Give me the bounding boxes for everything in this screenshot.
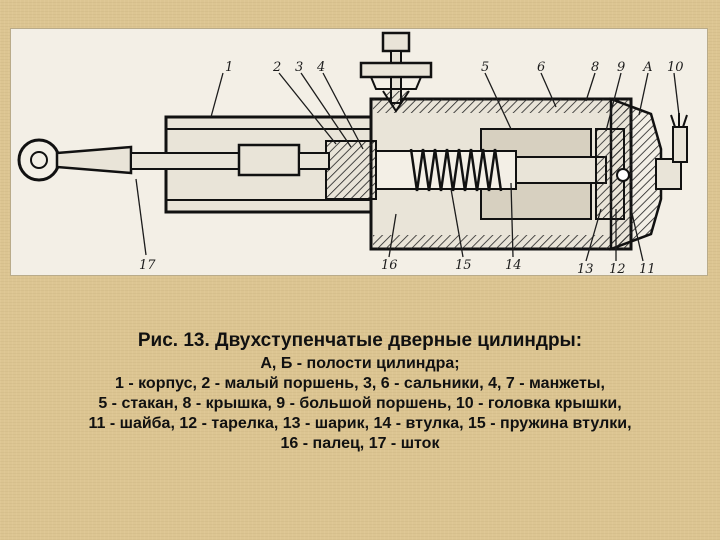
callout-16: 16 <box>381 258 398 273</box>
caption-line: 11 - шайба, 12 - тарелка, 13 - шарик, 14… <box>88 415 632 432</box>
callout-11: 11 <box>639 262 656 277</box>
figure-caption: Рис. 13. Двухступенчатые дверные цилиндр… <box>0 330 720 454</box>
callout-13: 13 <box>577 262 594 277</box>
callout-17: 17 <box>139 258 156 273</box>
callout-1: 1 <box>225 60 233 75</box>
caption-line: 16 - палец, 17 - шток <box>280 435 440 452</box>
callout-8: 8 <box>591 60 599 75</box>
callout-10: 10 <box>667 60 684 75</box>
cylinder-drawing: 1 2 3 4 5 6 8 9 А 10 17 16 15 14 13 12 1… <box>17 31 688 277</box>
caption-line: 1 - корпус, 2 - малый поршень, 3, 6 - са… <box>115 375 605 392</box>
callout-labels: 1 2 3 4 5 6 8 9 А 10 17 16 15 14 13 12 1… <box>139 60 684 277</box>
callout-2: 2 <box>272 60 281 75</box>
caption-line: А, Б - полости цилиндра; <box>260 355 460 372</box>
callout-6: 6 <box>537 60 545 75</box>
piston-assembly <box>325 128 630 220</box>
callout-3: 3 <box>295 60 303 75</box>
callout-5: 5 <box>481 60 489 75</box>
top-valve <box>359 31 433 113</box>
callout-a: А <box>642 60 653 75</box>
caption-title: Рис. 13. Двухступенчатые дверные цилиндр… <box>137 330 583 351</box>
callout-12: 12 <box>609 262 626 277</box>
callout-15: 15 <box>455 258 472 273</box>
callout-4: 4 <box>316 60 325 75</box>
figure-frame: 1 2 3 4 5 6 8 9 А 10 17 16 15 14 13 12 1… <box>10 28 708 277</box>
callout-9: 9 <box>617 60 625 75</box>
leader-lines <box>135 72 680 262</box>
piston-rod <box>17 138 330 182</box>
callout-14: 14 <box>505 258 522 273</box>
caption-line: 5 - стакан, 8 - крышка, 9 - большой порш… <box>98 395 622 412</box>
